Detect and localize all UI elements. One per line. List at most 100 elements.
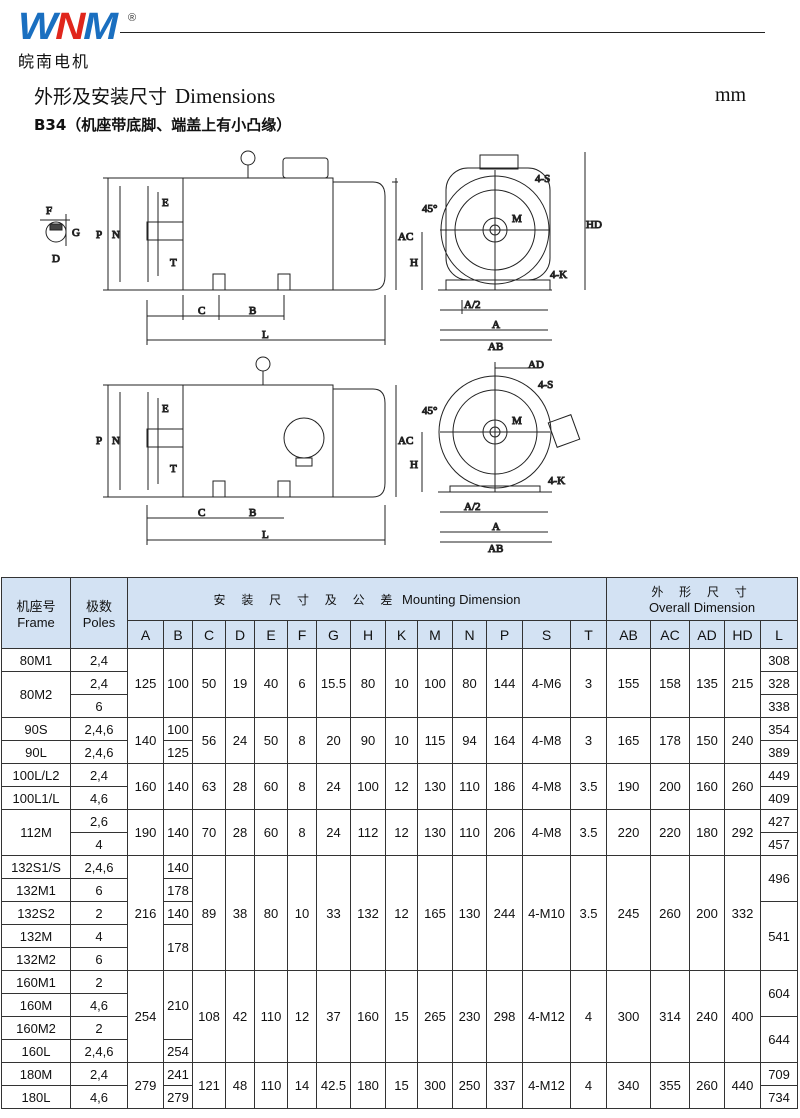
mounting-en: Mounting Dimension (402, 591, 521, 607)
cell-m: 130 (417, 763, 453, 810)
cell-a: 125 (127, 648, 164, 718)
cell-f: 8 (287, 717, 317, 764)
cell-l: 449 (760, 763, 799, 787)
cell-h: 112 (350, 809, 386, 856)
label-4s: 4-S (535, 173, 550, 185)
cell-b: 241 (163, 1062, 193, 1086)
cell-k: 15 (385, 970, 418, 1063)
front-view-top: H HD A/2 A AB 4-K 4-S M 45° (410, 152, 602, 354)
cell-ab: 340 (606, 1062, 652, 1109)
label-ac: AC (398, 231, 413, 243)
cell-b: 140 (163, 763, 193, 810)
cell-n: 130 (452, 855, 487, 971)
label-hd: HD (586, 219, 602, 231)
label-b-2: B (249, 507, 256, 519)
cell-c: 56 (192, 717, 226, 764)
cell-poles: 4,6 (70, 993, 128, 1017)
cell-l: 709 (760, 1062, 799, 1086)
logo-letter-w: W (18, 6, 57, 48)
cell-b: 140 (163, 809, 193, 856)
label-p: P (96, 229, 102, 241)
brand-name: 皖南电机 (18, 52, 91, 71)
label-m: M (512, 213, 522, 225)
cell-poles: 2 (70, 1016, 128, 1040)
cell-poles: 4,6 (70, 1085, 128, 1109)
cell-poles: 6 (70, 694, 128, 718)
cell-a: 160 (127, 763, 164, 810)
cell-m: 100 (417, 648, 453, 718)
cell-f: 14 (287, 1062, 317, 1109)
col-header-f: F (287, 620, 317, 649)
cell-m: 265 (417, 970, 453, 1063)
label-l-2: L (262, 529, 269, 541)
col-header-s: S (522, 620, 571, 649)
cell-g: 33 (316, 855, 351, 971)
cell-poles: 2,6 (70, 809, 128, 833)
cell-n: 94 (452, 717, 487, 764)
cell-l: 389 (760, 740, 799, 764)
cell-poles: 6 (70, 878, 128, 902)
cell-poles: 2,4,6 (70, 717, 128, 741)
cell-s: 4-M8 (522, 809, 571, 856)
shaft-section-view: F G D (40, 205, 81, 266)
label-e-2: E (162, 403, 169, 415)
header-mounting: 安 装 尺 寸 及 公 差 Mounting Dimension (126, 577, 608, 621)
cell-ad: 200 (689, 855, 726, 971)
cell-s: 4-M12 (522, 970, 571, 1063)
cell-h: 100 (350, 763, 386, 810)
cell-l: 409 (760, 786, 799, 810)
label-ab-2: AB (488, 543, 503, 555)
cell-frame: 132M1 (1, 878, 71, 902)
cell-s: 4-M6 (522, 648, 571, 718)
cell-b: 100 (163, 717, 193, 741)
cell-frame: 80M1 (1, 648, 71, 672)
cell-poles: 2 (70, 970, 128, 994)
col-header-p: P (486, 620, 523, 649)
dimension-drawings: F G D P N E T C B L AC (40, 150, 602, 556)
cell-ad: 160 (689, 763, 726, 810)
title-cn: 外形及安装尺寸 (34, 86, 168, 108)
cell-f: 8 (287, 763, 317, 810)
cell-a: 216 (127, 855, 164, 971)
cell-k: 12 (385, 763, 418, 810)
col-header-h: H (350, 620, 386, 649)
cell-b: 100 (163, 648, 193, 718)
cell-frame: 180L (1, 1085, 71, 1109)
label-t: T (170, 257, 177, 269)
cell-ab: 155 (606, 648, 652, 718)
cell-l: 338 (760, 694, 799, 718)
label-ac-2: AC (398, 435, 413, 447)
cell-m: 165 (417, 855, 453, 971)
cell-h: 90 (350, 717, 386, 764)
cell-b: 140 (163, 901, 193, 925)
cell-ac: 158 (650, 648, 691, 718)
cell-e: 40 (254, 648, 288, 718)
cell-ac: 314 (650, 970, 691, 1063)
label-4k-2: 4-K (548, 475, 565, 487)
col-header-ab: AB (606, 620, 652, 649)
cell-l: 328 (760, 671, 799, 695)
unit-label: mm (715, 84, 747, 106)
cell-k: 12 (385, 809, 418, 856)
cell-g: 42.5 (316, 1062, 351, 1109)
cell-hd: 215 (724, 648, 762, 718)
cell-ad: 150 (689, 717, 726, 764)
cell-frame: 132S1/S (1, 855, 71, 879)
cell-frame: 132M (1, 924, 71, 948)
label-4k: 4-K (550, 269, 567, 281)
cell-ab: 165 (606, 717, 652, 764)
col-header-t: T (569, 620, 608, 649)
cell-d: 48 (225, 1062, 255, 1109)
cell-e: 50 (254, 717, 288, 764)
cell-frame: 100L/L2 (1, 763, 71, 787)
cell-p: 298 (486, 970, 523, 1063)
col-header-n: N (452, 620, 487, 649)
cell-b: 178 (163, 924, 193, 971)
cell-hd: 332 (724, 855, 762, 971)
